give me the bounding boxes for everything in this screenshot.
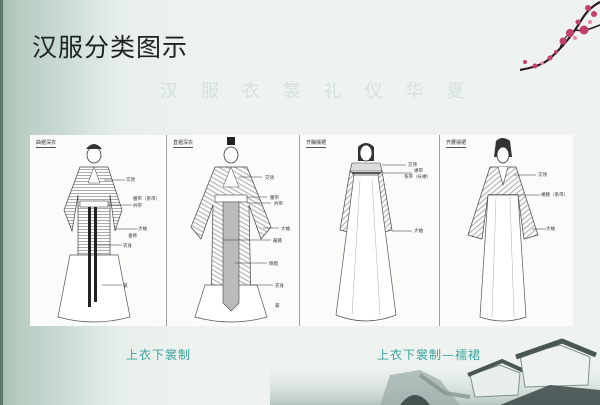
annotation-note: 大袖 [414, 229, 423, 234]
panel-quju-shenyi: 曲裾深衣 交领 腰带（系带） 衿带 大袖 垂绦 [30, 135, 167, 326]
panel-label: 齐腰襦裙 [446, 140, 467, 148]
panel-zhiju-shenyi: 直裾深衣 交领 腰带 衿带 大袖 蔽膝 [167, 135, 300, 326]
calligraphy-char: 服 [200, 81, 219, 102]
robe-illustration-icon [57, 144, 137, 323]
annotation-note: 交领 [126, 178, 135, 183]
calligraphy-char: 华 [405, 81, 424, 102]
annotation-note: 交领 [538, 173, 547, 178]
panel-label: 曲裾深衣 [36, 140, 57, 148]
annotation-note: 佩绶 [269, 262, 278, 267]
annotation-note: 蔽膝 [273, 239, 282, 244]
annotation-note: 大袖 [281, 227, 290, 232]
annotation-note: 腰带 [270, 196, 279, 201]
annotation-note: 衣身 [123, 244, 132, 249]
annotation-note: 裳 [123, 284, 128, 289]
annotation-note: 交领 [265, 176, 274, 181]
calligraphy-char: 裳 [282, 81, 301, 102]
hanfu-illustration-panels: 曲裾深衣 交领 腰带（系带） 衿带 大袖 垂绦 [30, 135, 573, 326]
panel-qiyao-ruqun: 齐腰襦裙 交领 裙腰（系带） 大袖 [440, 135, 573, 326]
caption-shangyi-xiachang: 上衣下裳制 [126, 348, 192, 362]
annotation-note: 大袖 [138, 227, 147, 232]
plum-blossom-icon [519, 1, 600, 72]
calligraphy-char: 衣 [241, 81, 260, 102]
annotation-note: 腰带（系带） [133, 197, 160, 202]
annotation-note: 交领 [408, 163, 417, 168]
calligraphy-char: 礼 [323, 81, 342, 102]
annotation-note: 裙腰（系带） [541, 193, 568, 198]
caption-shangyi-xiachang-ruqun: 上衣下裳制—襦裙 [377, 348, 482, 362]
panel-label: 直裾深衣 [173, 140, 194, 148]
annotation-note: 大袖 [546, 227, 555, 232]
annotation-note: 垂绦 [128, 234, 137, 239]
slide-title: 汉服分类图示 [32, 33, 189, 62]
panel-qixiong-ruqun: 齐胸襦裙 交领 裙带 系带（长裙） 大袖 [300, 135, 440, 326]
background-calligraphy: 汉 服 衣 裳 礼 仪 华 夏 [160, 80, 490, 104]
ink-village-bridge-icon [270, 338, 600, 405]
panel-label: 齐胸襦裙 [306, 140, 327, 148]
calligraphy-char: 仪 [364, 81, 383, 102]
robe-illustration-icon [467, 138, 546, 322]
annotation-note: 裳 [275, 304, 280, 309]
calligraphy-char: 夏 [446, 81, 465, 102]
annotation-note: 衣身 [275, 284, 284, 289]
annotation-note: 系带（长裙） [404, 175, 431, 180]
left-edge-band [0, 0, 3, 405]
calligraphy-char: 汉 [160, 81, 178, 102]
robe-illustration-icon [190, 137, 279, 323]
annotation-note: 衿带 [274, 202, 283, 207]
annotation-note: 裙带 [414, 169, 423, 174]
robe-illustration-icon [335, 143, 412, 322]
annotation-note: 衿带 [133, 204, 142, 209]
